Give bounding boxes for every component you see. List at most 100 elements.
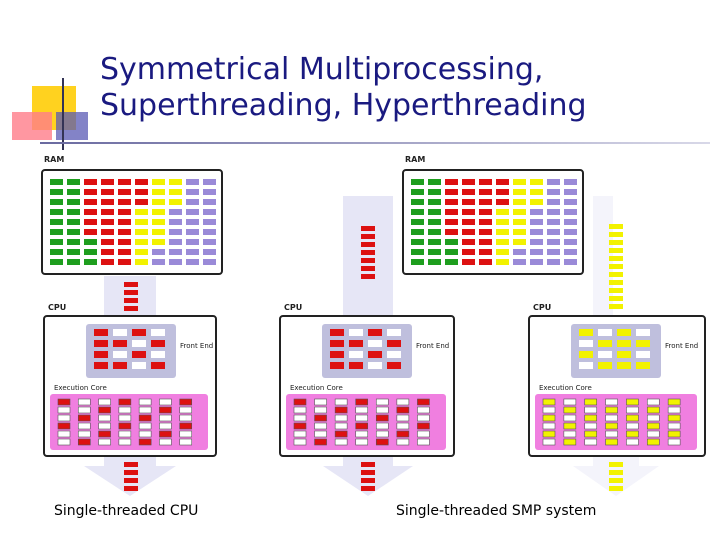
left-cpu-exec-slot [98, 430, 111, 438]
left-thread-marker [124, 306, 138, 311]
smp-cpu-1-front-end-slot [330, 351, 344, 358]
smp-cpu-1-front-end-slot [330, 340, 344, 347]
left-cpu-exec-slot [77, 438, 91, 446]
smp-ram-cell [513, 229, 526, 235]
left-ram-cell [186, 229, 199, 235]
smp-ram-cell [513, 209, 526, 215]
smp-ram-cell [445, 219, 458, 225]
smp-cpu-2-exec-slot [667, 430, 681, 438]
smp-ram-cell [411, 239, 424, 245]
caption-single-threaded-smp: Single-threaded SMP system [396, 503, 597, 519]
left-ram-cell [118, 249, 131, 255]
smp-cpu-1-front-end-slot [330, 329, 344, 336]
left-cpu-front-end-slot [94, 340, 108, 347]
smp-cpu-1-exec-slot [417, 430, 430, 438]
smp-cpu-2-front-end-slot [579, 362, 593, 369]
smp-thread-marker-red [361, 258, 375, 263]
smp-ram-cell [496, 179, 509, 185]
smp-ram-cell [411, 249, 424, 255]
left-ram-cell [118, 229, 131, 235]
smp-cpu-2-exec-slot [542, 430, 556, 438]
left-ram-cell [50, 209, 63, 215]
smp-ram-cell [547, 189, 560, 195]
smp-ram-cell [479, 199, 492, 205]
smp-ram-cell [462, 189, 475, 195]
left-cpu-front-end-slot [132, 362, 146, 369]
left-cpu-exec-slot [159, 422, 172, 430]
left-ram-cell [101, 249, 114, 255]
smp-cpu-2-exec-slot [563, 422, 577, 430]
smp-cpu-1-exec-slot [396, 430, 410, 438]
smp-cpu-1-exec-slot [355, 398, 369, 406]
smp-ram-cell [564, 189, 577, 195]
left-ram-cell [169, 249, 182, 255]
smp-cpu-2-front-end-slot [636, 351, 650, 358]
smp-ram-cell [513, 189, 526, 195]
smp-cpu-1-front-end-slot [387, 362, 401, 369]
smp-ram-cell [479, 229, 492, 235]
left-ram-cell [118, 209, 131, 215]
smp-cpu-2-front-end-slot [598, 362, 612, 369]
smp-cpu-2-front-end-slot [579, 329, 593, 336]
left-ram-cell [135, 229, 148, 235]
smp-cpu-2-exec-slot [667, 398, 681, 406]
smp-cpu-2-front-end-slot [617, 329, 631, 336]
left-cpu-exec-slot [57, 414, 71, 422]
smp-cpu-2-front-end-slot [617, 351, 631, 358]
smp-cpu-2-exec-slot [584, 430, 598, 438]
smp-ram-cell [547, 259, 560, 265]
left-ram-cell [203, 219, 216, 225]
smp-ram-cell [513, 249, 526, 255]
smp-cpu-2-exec-slot [584, 422, 598, 430]
smp-ram-cell [479, 219, 492, 225]
smp-ram-cell [496, 189, 509, 195]
slide-title-line-2: Superthreading, Hyperthreading [100, 88, 587, 123]
smp-cpu-2-front-end-slot [617, 340, 631, 347]
left-cpu-exec-core-label: Execution Core [54, 384, 107, 392]
smp-cpu-1-front-end-label: Front End [416, 342, 449, 350]
left-cpu-exec-slot [159, 414, 172, 422]
left-cpu-exec-slot [138, 414, 152, 422]
left-ram-cell [101, 229, 114, 235]
smp-thread-marker-yellow [609, 264, 623, 269]
smp-ram-cell [496, 199, 509, 205]
left-ram-cell [135, 259, 148, 265]
smp-thread-marker-yellow [609, 280, 623, 285]
smp-cpu-1-exec-slot [314, 406, 327, 414]
left-ram-cell [67, 209, 80, 215]
smp-cpu-2-front-end-slot [579, 340, 593, 347]
smp-cpu-1-exec-slot [314, 430, 327, 438]
left-ram-cell [186, 209, 199, 215]
left-ram-cell [186, 249, 199, 255]
smp-ram-cell [462, 229, 475, 235]
smp-ram-cell [564, 249, 577, 255]
smp-ram-cell [428, 189, 441, 195]
left-cpu-front-end-slot [94, 362, 108, 369]
left-ram-cell [84, 199, 97, 205]
smp-cpu-2-exec-slot [584, 406, 598, 414]
smp-cpu-1-front-end-slot [368, 351, 382, 358]
smp-ram-cell [496, 249, 509, 255]
smp-ram-cell [411, 179, 424, 185]
smp-ram-cell [496, 219, 509, 225]
left-cpu-exec-slot [179, 422, 193, 430]
smp-thread-marker-yellow [609, 304, 623, 309]
left-ram-cell [84, 249, 97, 255]
left-ram-cell [169, 229, 182, 235]
left-thread-marker [124, 290, 138, 295]
left-ram-cell [152, 179, 165, 185]
smp-cpu-2-exec-slot [667, 422, 681, 430]
smp-ram-cell [428, 229, 441, 235]
smp-cpu-2-exec-slot [542, 422, 556, 430]
smp-ram-cell [479, 209, 492, 215]
title-divider [40, 142, 710, 144]
left-ram-cell [186, 189, 199, 195]
smp-cpu-1-exec-slot [417, 438, 430, 446]
smp-cpu-1-exec-slot [355, 422, 369, 430]
left-ram-cell [135, 209, 148, 215]
smp-ram-cell [445, 209, 458, 215]
left-ram-cell [203, 209, 216, 215]
smp-cpu-1-exec-slot [396, 414, 410, 422]
smp-cpu-2-front-end-slot [598, 329, 612, 336]
smp-ram-cell [547, 209, 560, 215]
